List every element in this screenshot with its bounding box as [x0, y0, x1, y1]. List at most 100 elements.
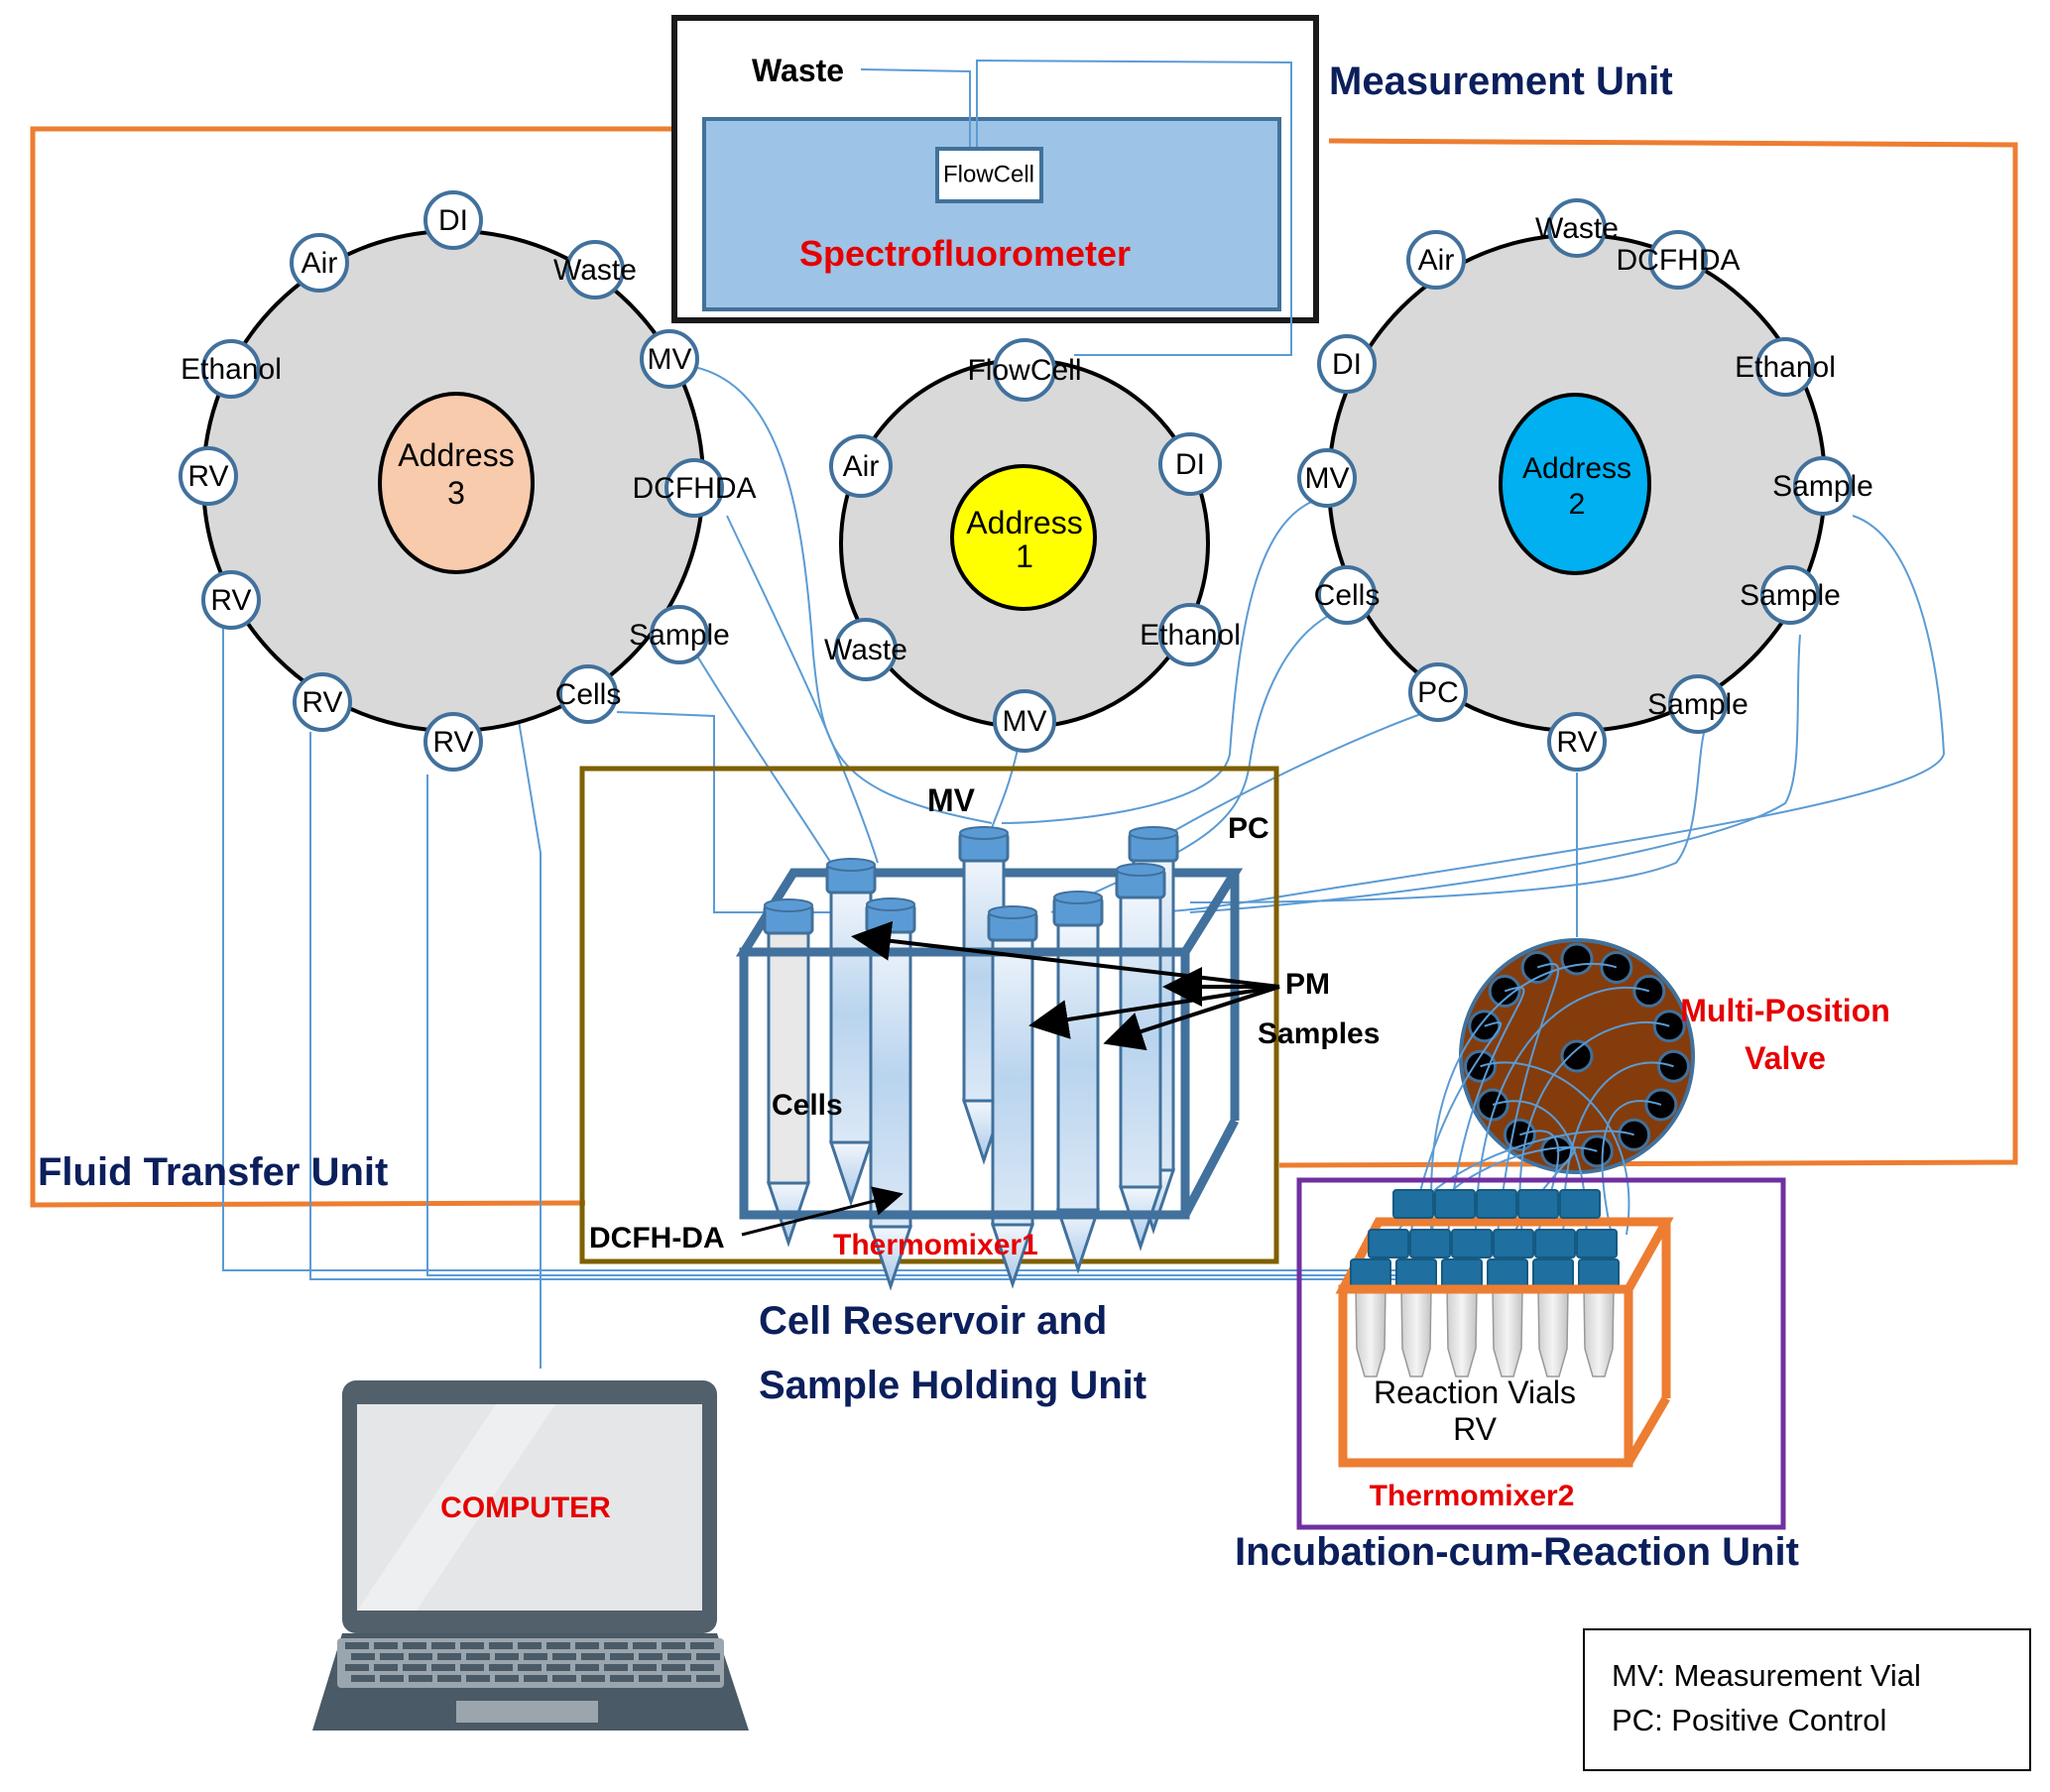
reaction-vial[interactable] [1368, 1229, 1409, 1258]
valve-port-rv[interactable]: RV [179, 446, 238, 506]
keyboard-key [351, 1675, 375, 1682]
port-circle [1158, 432, 1222, 496]
selector-valve-address-2[interactable]: Address 2 WasteDCFHDAEthanolSampleSample… [1297, 198, 1873, 772]
valve-port-di[interactable]: DI [423, 190, 483, 250]
valve-port-cells[interactable]: Cells [555, 664, 622, 724]
reaction-vial[interactable] [1409, 1229, 1451, 1258]
valve-port-pc[interactable]: PC [1408, 662, 1468, 722]
tubing-cells3 [616, 711, 853, 913]
mpv-center-port[interactable] [1560, 1039, 1594, 1073]
reaction-vial[interactable] [1493, 1229, 1534, 1258]
flowcell-box[interactable] [935, 147, 1043, 203]
valve-port-waste[interactable]: Waste [1535, 198, 1619, 258]
mpv-label-line1: Multi-Position [1680, 993, 1890, 1028]
vial-cap [1441, 1258, 1483, 1288]
valve-port-ethanol[interactable]: Ethanol [1735, 337, 1836, 397]
touchpad [456, 1701, 598, 1723]
valve-port-air[interactable]: Air [290, 233, 349, 293]
keyboard-key [662, 1642, 685, 1649]
reaction-vial[interactable] [1532, 1258, 1574, 1377]
computer[interactable]: COMPUTER [312, 1380, 749, 1731]
port-label: RV [1556, 726, 1597, 759]
valve-port-di[interactable]: DI [1158, 432, 1222, 496]
valve-port-air[interactable]: Air [829, 434, 893, 498]
valve-port-cells[interactable]: Cells [1314, 565, 1381, 625]
pm-label-line1: PM [1285, 968, 1330, 1001]
cells-tube[interactable] [763, 898, 814, 1248]
vial-cap [1409, 1229, 1451, 1258]
vial-body [1583, 1286, 1615, 1377]
keyboard-key [546, 1664, 570, 1671]
reaction-vial[interactable] [1350, 1258, 1391, 1377]
reaction-vial[interactable] [1559, 1189, 1601, 1219]
tubing-mv1 [991, 738, 1021, 829]
keyboard-key [604, 1664, 628, 1671]
arrow-pm-1 [851, 920, 1280, 989]
vial-cap [1476, 1189, 1517, 1219]
address-1-line2: 1 [1016, 538, 1033, 574]
valve-port-rv[interactable]: RV [293, 672, 352, 732]
keyboard-key [437, 1675, 461, 1682]
selector-valve-address-3[interactable]: Address 3 DIWasteMVDCFHDASampleCellsRVRV… [179, 190, 757, 772]
keyboard-key [610, 1675, 634, 1682]
address-1-line1: Address [966, 505, 1082, 540]
reaction-vial[interactable] [1434, 1189, 1476, 1219]
reaction-vial[interactable] [1451, 1229, 1493, 1258]
vial-cap [1517, 1189, 1559, 1219]
valve-port-ethanol[interactable]: Ethanol [181, 339, 282, 399]
valve-port-waste[interactable]: Waste [824, 618, 907, 681]
tubing-sample2-b [1189, 634, 1801, 913]
pm-sample-tube[interactable] [1115, 863, 1166, 1252]
port-circle [1297, 448, 1357, 508]
reaction-vial[interactable] [1392, 1189, 1434, 1219]
keyboard-key [460, 1664, 484, 1671]
valve-port-waste[interactable]: Waste [553, 240, 637, 299]
reaction-vial[interactable] [1517, 1189, 1559, 1219]
pm-label-line2: Samples [1258, 1017, 1380, 1050]
valve-port-sample[interactable]: Sample [1647, 674, 1749, 734]
reaction-vial[interactable] [1534, 1229, 1576, 1258]
valve-port-mv[interactable]: MV [640, 329, 699, 389]
reaction-vial[interactable] [1487, 1258, 1528, 1377]
port-label: PC [1417, 676, 1459, 709]
thermomixer2-front [1338, 1284, 1633, 1468]
keyboard-key [495, 1675, 519, 1682]
valve-port-dcfhda[interactable]: DCFHDA [633, 458, 757, 518]
valve-port-sample[interactable]: Sample [629, 605, 730, 664]
spectrofluorometer-box[interactable] [702, 117, 1281, 311]
keyboard-key [575, 1642, 599, 1649]
valve-port-sample[interactable]: Sample [1772, 456, 1873, 516]
reaction-vial[interactable] [1441, 1258, 1483, 1377]
fluid-transfer-border-right [1278, 138, 2018, 1168]
port-circle [423, 712, 483, 772]
tubing-mv3-to-mv [693, 366, 993, 824]
valve-port-mv[interactable]: MV [993, 689, 1056, 753]
reaction-vial[interactable] [1476, 1189, 1517, 1219]
valve-port-mv[interactable]: MV [1297, 448, 1357, 508]
valve-port-flowcell[interactable]: FlowCell [967, 338, 1082, 402]
port-circle [1317, 334, 1377, 394]
valve-port-ethanol[interactable]: Ethanol [1140, 603, 1241, 666]
valve-port-rv[interactable]: RV [201, 570, 261, 630]
port-circle [1648, 230, 1708, 290]
mpv-port[interactable] [1560, 942, 1594, 976]
mpv-label-line2: Valve [1745, 1040, 1826, 1076]
valve-port-rv[interactable]: RV [1547, 712, 1607, 772]
valve-port-sample[interactable]: Sample [1740, 565, 1841, 625]
vial-cap [1487, 1258, 1528, 1288]
pm-sample-tube[interactable] [1052, 891, 1104, 1274]
thermomixer1-label: Thermomixer1 [833, 1229, 1038, 1261]
valve-center-address-3 [378, 392, 535, 574]
reaction-vial[interactable] [1395, 1258, 1437, 1377]
vial-cap [1578, 1258, 1620, 1288]
reaction-vial[interactable] [1576, 1229, 1618, 1258]
valve-port-di[interactable]: DI [1317, 334, 1377, 394]
legend-pc: PC: Positive Control [1612, 1703, 1886, 1737]
pm-sample-tube[interactable] [987, 905, 1038, 1289]
tube-body [1119, 888, 1162, 1189]
valve-port-dcfhda[interactable]: DCFHDA [1617, 230, 1741, 290]
valve-port-air[interactable]: Air [1406, 230, 1466, 290]
valve-port-rv[interactable]: RV [423, 712, 483, 772]
reaction-vial[interactable] [1578, 1258, 1620, 1377]
